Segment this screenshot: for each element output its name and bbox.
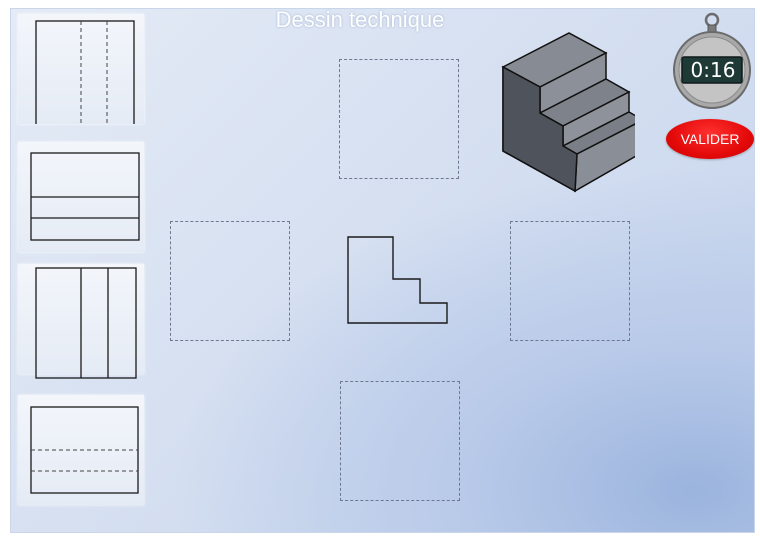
view-card-4[interactable] — [18, 395, 144, 505]
view-horizontal-dashed-lines — [30, 406, 139, 494]
validate-button[interactable]: VALIDER — [666, 119, 754, 159]
view-card-1[interactable] — [18, 14, 144, 124]
view-card-3[interactable] — [18, 264, 144, 379]
drop-zone-bottom[interactable] — [340, 381, 460, 501]
drop-zone-left[interactable] — [170, 221, 290, 341]
stopwatch-icon — [673, 12, 751, 109]
drop-zone-top[interactable] — [339, 59, 459, 179]
isometric-stair-block — [501, 32, 635, 193]
page-title: Dessin technique — [275, 7, 445, 32]
front-view-step-profile — [347, 236, 448, 324]
drop-zone-right[interactable] — [510, 221, 630, 341]
view-horizontal-solid-lines — [30, 152, 140, 241]
view-vertical-dashed-lines — [35, 20, 135, 124]
view-vertical-solid-lines — [35, 267, 137, 379]
timer-display: 0:16 — [690, 58, 736, 82]
view-card-2[interactable] — [18, 142, 144, 252]
